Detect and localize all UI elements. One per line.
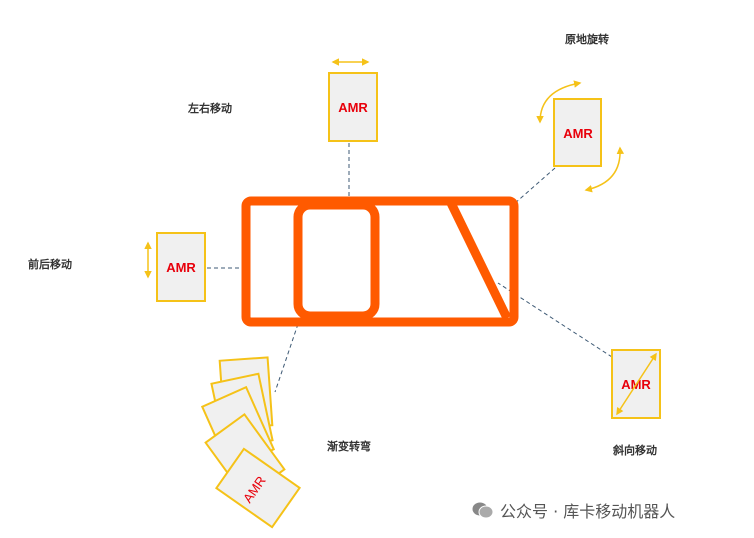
rotate-arrow-icon bbox=[584, 146, 625, 193]
svg-text:AMR: AMR bbox=[166, 260, 196, 275]
label-left-right: 左右移动 bbox=[188, 102, 232, 115]
label-rotate-in-place: 原地旋转 bbox=[565, 33, 609, 46]
watermark-text: 公众号 · 库卡移动机器人 bbox=[500, 502, 676, 521]
watermark: 公众号 · 库卡移动机器人 bbox=[472, 498, 675, 522]
label-forward-backward: 前后移动 bbox=[28, 258, 72, 271]
rotate-arrow-icon bbox=[536, 80, 582, 124]
wechat-icon bbox=[472, 502, 494, 519]
label-diagonal: 斜向移动 bbox=[613, 444, 657, 457]
amr-rotate: AMR bbox=[536, 80, 625, 193]
diagonal-arrow-icon bbox=[616, 352, 657, 416]
amr-gradual-turn: AMR bbox=[200, 356, 302, 529]
label-gradual-turn: 渐变转弯 bbox=[327, 440, 371, 453]
amr-diagonal: AMR bbox=[611, 349, 661, 419]
connector-lines bbox=[207, 143, 613, 393]
svg-text:AMR: AMR bbox=[563, 126, 593, 141]
amr-forward-backward: AMR bbox=[144, 232, 206, 302]
track-layout bbox=[241, 196, 519, 327]
amr-left-right: AMR bbox=[328, 58, 378, 142]
svg-text:AMR: AMR bbox=[338, 100, 368, 115]
